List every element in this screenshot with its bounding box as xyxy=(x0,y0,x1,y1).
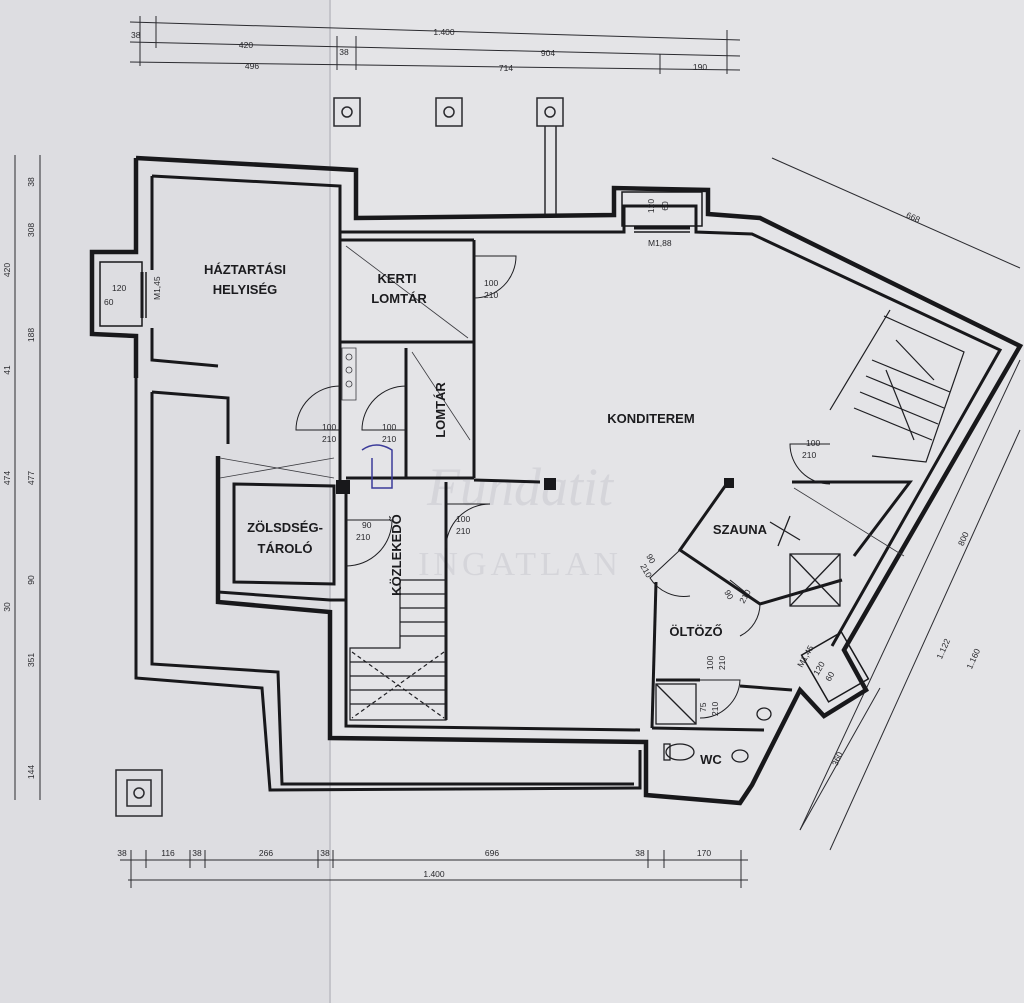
room-haztartasi-line1: HÁZTARTÁSI xyxy=(204,262,286,277)
door-kerti-height: 210 xyxy=(484,290,498,300)
left-dim-308: 308 xyxy=(26,223,36,237)
window-top-height: 60 xyxy=(660,201,670,211)
door-oltozo-width: 100 xyxy=(705,656,715,670)
watermark-logo: Fundatit xyxy=(426,457,615,517)
window-top-width: 120 xyxy=(646,199,656,213)
top-dimension-lines xyxy=(129,16,741,74)
door-stair-width: 100 xyxy=(806,438,820,448)
window-right-height: 60 xyxy=(823,670,837,683)
room-oltozo: ÖLTÖZŐ xyxy=(669,624,722,639)
room-wc: WC xyxy=(700,752,722,767)
left-dimension-labels: 38 308 420 188 41 474 477 90 30 351 144 xyxy=(2,177,36,779)
door-koz-height: 210 xyxy=(456,526,470,536)
watermark-text: INGATLAN xyxy=(418,546,622,583)
room-zoldseg-line1: ZÖLSDSÉG- xyxy=(247,520,323,535)
top-dim-420: 420 xyxy=(239,40,253,50)
bottom-dim-266: 266 xyxy=(259,848,273,858)
bottom-dim-170: 170 xyxy=(697,848,711,858)
bottom-dim-696: 696 xyxy=(485,848,499,858)
door-mid-height: 210 xyxy=(382,434,396,444)
room-konditerem: KONDITEREM xyxy=(607,411,694,426)
bottom-dim-total: 1.400 xyxy=(423,869,445,879)
door-stair-height: 210 xyxy=(802,450,816,460)
bottom-dim-38d: 38 xyxy=(635,848,645,858)
left-dim-41: 41 xyxy=(2,365,12,375)
left-dim-420: 420 xyxy=(2,263,12,277)
top-dim-714: 714 xyxy=(499,63,513,73)
window-left-height: 60 xyxy=(104,297,114,307)
bottom-dim-38b: 38 xyxy=(192,848,202,858)
interior-walls xyxy=(338,232,914,732)
top-dim-38: 38 xyxy=(131,30,141,40)
fixtures xyxy=(655,515,841,763)
door-zold-width: 90 xyxy=(362,520,372,530)
door-sz-width: 90 xyxy=(644,552,658,565)
room-kerti-line1: KERTI xyxy=(378,271,417,286)
left-dim-90: 90 xyxy=(26,575,36,585)
door-olt-width: 90 xyxy=(722,588,736,601)
outer-walls xyxy=(89,155,1024,806)
room-haztartasi-line2: HELYISÉG xyxy=(213,282,278,297)
room-zoldseg-line2: TÁROLÓ xyxy=(258,541,313,556)
left-dim-477: 477 xyxy=(26,471,36,485)
window-left-sill: M1,45 xyxy=(152,276,162,300)
bottom-dimension-lines xyxy=(120,850,748,888)
door-kerti-width: 100 xyxy=(484,278,498,288)
window-left-width: 120 xyxy=(112,283,126,293)
left-dimension-lines xyxy=(14,155,41,800)
pillars xyxy=(115,97,564,817)
storage-marks xyxy=(219,245,905,557)
top-dim-190: 190 xyxy=(693,62,707,72)
left-dim-351: 351 xyxy=(26,653,36,667)
wall-columns xyxy=(336,478,734,494)
door-wc-width: 75 xyxy=(698,702,708,712)
window-top-sill: M1,88 xyxy=(648,238,672,248)
left-dim-474: 474 xyxy=(2,471,12,485)
room-lomtar: LOMTÁR xyxy=(433,382,448,438)
left-dim-30: 30 xyxy=(2,602,12,612)
top-dim-496: 496 xyxy=(245,61,259,71)
top-dim-total: 1.400 xyxy=(433,27,455,37)
door-oltozo-height: 210 xyxy=(717,656,727,670)
doors xyxy=(295,255,831,719)
inner-walls-outline xyxy=(134,174,1003,792)
door-mid-width: 100 xyxy=(382,422,396,432)
door-wc-height: 210 xyxy=(710,702,720,716)
door-zold-height: 210 xyxy=(356,532,370,542)
bottom-dim-38a: 38 xyxy=(117,848,127,858)
left-dim-144: 144 xyxy=(26,765,36,779)
windows xyxy=(99,191,870,703)
door-left-width: 100 xyxy=(322,422,336,432)
right-dimension-lines xyxy=(771,157,1021,851)
top-dim-38b: 38 xyxy=(339,47,349,57)
top-dim-904: 904 xyxy=(541,48,555,58)
bottom-dim-116: 116 xyxy=(161,848,175,858)
door-left-height: 210 xyxy=(322,434,336,444)
room-szauna: SZAUNA xyxy=(713,522,768,537)
left-dim-38: 38 xyxy=(26,177,36,187)
stairs xyxy=(349,309,965,721)
door-koz-width: 100 xyxy=(456,514,470,524)
left-dim-188: 188 xyxy=(26,328,36,342)
bottom-dim-38c: 38 xyxy=(320,848,330,858)
room-kerti-line2: LOMTÁR xyxy=(371,291,427,306)
room-kozlekedo: KÖZLEKEDŐ xyxy=(389,514,404,596)
